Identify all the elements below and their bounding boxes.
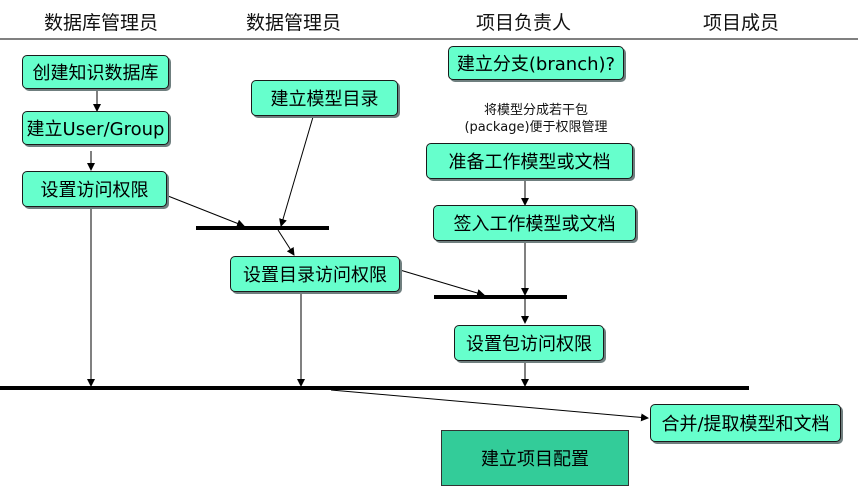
activity-checkin-model[interactable]: 签入工作模型或文档 [433, 205, 636, 241]
note-line-1: 将模型分成若干包 [483, 103, 588, 118]
lane-project-member: 项目成员 [703, 12, 780, 34]
activity-prepare-model[interactable]: 准备工作模型或文档 [426, 143, 633, 179]
activity-create-knowledge-db[interactable]: 创建知识数据库 [22, 55, 169, 89]
lane-data-admin: 数据管理员 [246, 12, 342, 34]
arrow-dir-access-to-bar2 [399, 269, 485, 297]
activity-set-package-access[interactable]: 设置包访问权限 [454, 325, 604, 361]
arrow-bar3-to-merge [330, 389, 649, 422]
lane-db-admin: 数据库管理员 [44, 12, 159, 34]
arrow-bar1-to-dir-access [277, 229, 295, 256]
activity-set-dir-access[interactable]: 设置目录访问权限 [230, 256, 400, 292]
arrow-access-to-bar1 [167, 195, 245, 228]
note-split-packages: 将模型分成若干包 (package)便于权限管理 [446, 102, 626, 136]
activity-set-access[interactable]: 设置访问权限 [22, 171, 167, 207]
note-line-2: (package)便于权限管理 [464, 120, 608, 135]
activity-create-branch[interactable]: 建立分支(branch)? [448, 46, 624, 80]
activity-merge-extract[interactable]: 合并/提取模型和文档 [650, 404, 841, 442]
lane-project-lead: 项目负责人 [476, 12, 572, 34]
activity-build-config[interactable]: 建立项目配置 [441, 430, 629, 486]
arrow-modeldir-to-bar1 [279, 116, 314, 227]
activity-create-user-group[interactable]: 建立User/Group [22, 111, 169, 145]
activity-create-model-dir[interactable]: 建立模型目录 [251, 80, 398, 116]
